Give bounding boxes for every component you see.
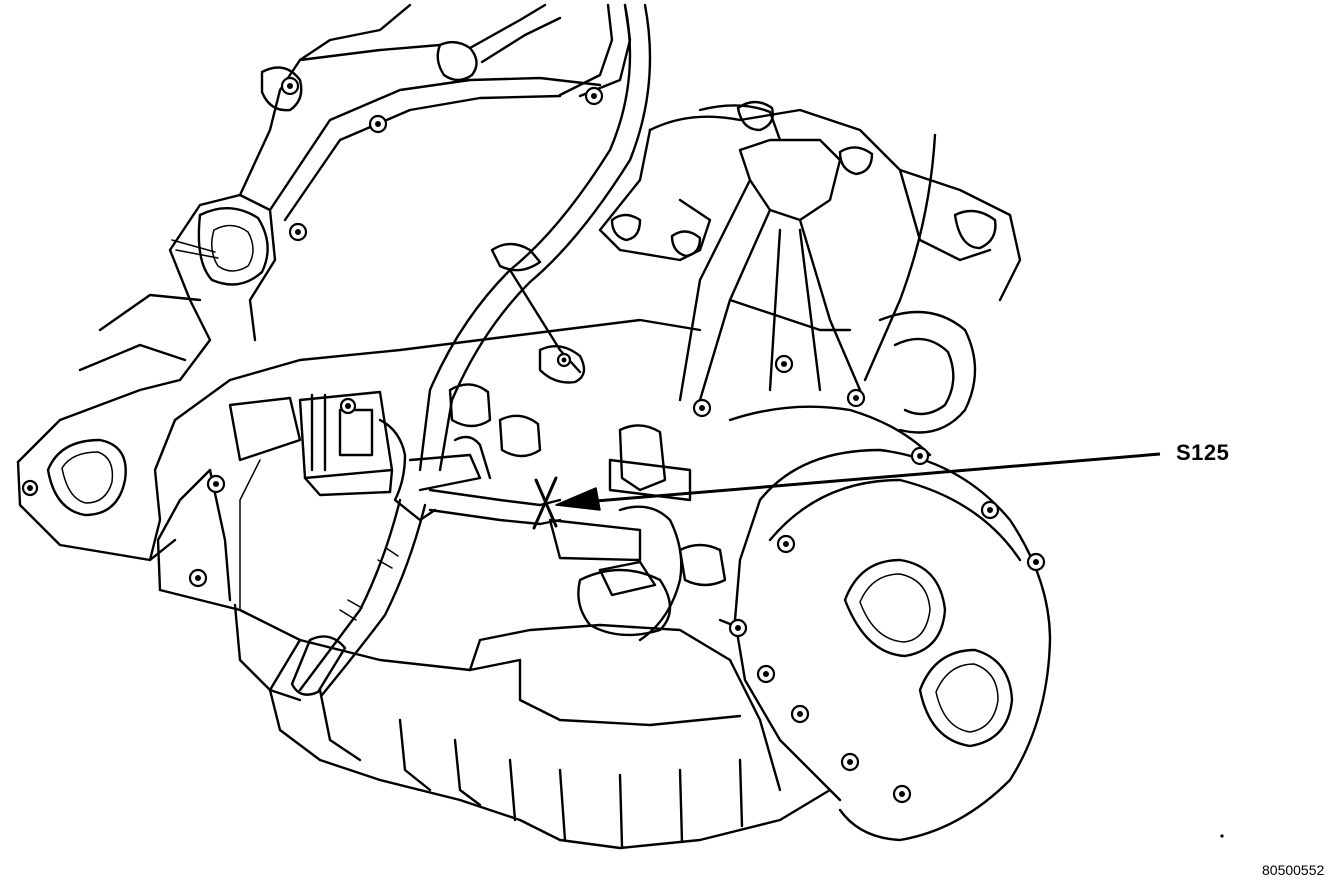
transaxle-case bbox=[156, 318, 832, 850]
end-cover bbox=[718, 405, 1052, 842]
connector-cluster bbox=[228, 383, 727, 642]
splice-label: S125 bbox=[1176, 440, 1230, 465]
left-flange bbox=[16, 193, 277, 562]
wire-harness bbox=[268, 498, 427, 702]
splice-marker bbox=[532, 476, 558, 530]
splice-x-mark bbox=[532, 476, 558, 530]
bolts bbox=[21, 76, 1046, 804]
callout-leader bbox=[555, 452, 1161, 511]
upper-housing bbox=[238, 3, 632, 222]
mount-bracket bbox=[598, 100, 1022, 434]
leader-line bbox=[559, 452, 1161, 506]
figure-number: 80500552 bbox=[1262, 862, 1325, 878]
leader-arrowhead bbox=[555, 487, 601, 511]
dipstick-tube bbox=[418, 3, 652, 472]
